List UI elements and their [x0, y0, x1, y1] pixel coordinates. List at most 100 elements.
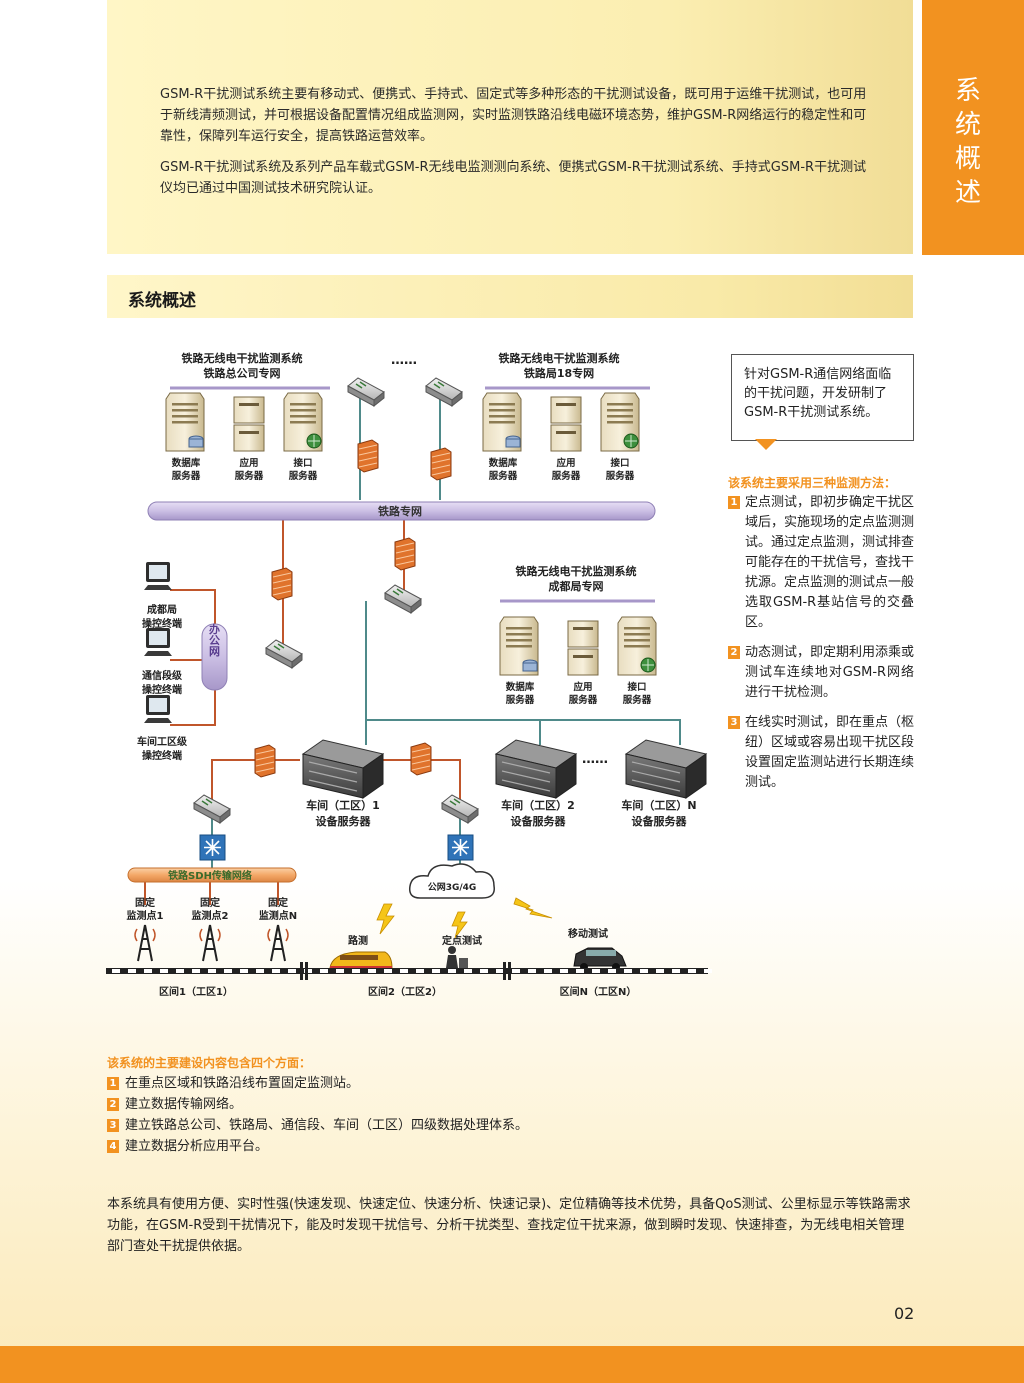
rail-tie [160, 969, 168, 973]
monitor-icon [144, 695, 172, 723]
rail-net-pipe: 铁路专网 [147, 501, 656, 521]
rail-tie [576, 969, 584, 973]
section2-label: 区间2（工区2） [368, 985, 442, 998]
term2-label-line1: 通信段级 [142, 669, 183, 682]
number-badge: 4 [107, 1140, 119, 1153]
server-label: 应用 [239, 457, 258, 469]
switch-icon [199, 834, 226, 861]
monitor-icon [144, 628, 172, 656]
server-label: 服务器 [172, 470, 201, 482]
firewall-icon [254, 744, 276, 778]
side-tab [922, 0, 1024, 255]
if-server-icon [600, 392, 640, 452]
method-text: 在线实时测试，即在重点（枢纽）区域或容易出现干扰区段设置固定监测站进行长期连续测… [745, 715, 915, 790]
server-label: 接口 [627, 681, 646, 693]
rail-tie [624, 969, 632, 973]
firewall-icon [394, 537, 416, 571]
build-text: 在重点区域和铁路沿线布置固定监测站。 [125, 1076, 360, 1091]
rail-tie [128, 969, 136, 973]
server-label: 数据库 [505, 681, 535, 693]
mobile-test-label: 移动测试 [568, 927, 608, 940]
antenna-tower-icon [134, 924, 156, 962]
firewall-icon [357, 439, 379, 473]
rail-tie [288, 969, 296, 973]
side-tab-label: 系统概述 [954, 76, 983, 208]
number-badge: 2 [107, 1098, 119, 1111]
rail-tie [176, 969, 184, 973]
method-text: 动态测试，即定期利用添乘或测试车连续地对GSM-R网络进行干扰检测。 [745, 645, 915, 700]
ws-ellipsis: …… [582, 752, 608, 767]
router-icon [384, 584, 422, 615]
rail-tie [688, 969, 696, 973]
methods-heading: 该系统主要采用三种监测方法： [728, 476, 897, 490]
rail-tie [448, 969, 456, 973]
server-label: 服务器 [623, 694, 652, 706]
intro-paragraph-1: GSM-R干扰测试系统主要有移动式、便携式、手持式、固定式等多种形态的干扰测试设… [160, 87, 867, 144]
section-bar [107, 275, 913, 318]
rail-tie [224, 969, 232, 973]
rail-tie [560, 969, 568, 973]
server-label: 服务器 [289, 470, 318, 482]
rail-tie [416, 969, 424, 973]
rail-tie [208, 969, 216, 973]
build-text: 建立数据分析应用平台。 [125, 1139, 269, 1154]
towers [134, 924, 289, 962]
app-server-icon [567, 620, 599, 676]
b18-title-line1: 铁路无线电干扰监测系统 [499, 351, 620, 365]
handheld-tester-icon [446, 946, 468, 968]
server-label: 服务器 [552, 470, 581, 482]
b18-title-line2: 铁路局18专网 [524, 366, 594, 380]
number-badge: 1 [728, 496, 740, 509]
if-server-icon [617, 616, 657, 676]
office-net-label: 办公网 [208, 622, 221, 657]
section1-label: 区间1（工区1） [159, 985, 233, 998]
router-icon [441, 794, 479, 825]
rail-tie [496, 969, 504, 973]
intro-text: GSM-R干扰测试系统主要有移动式、便携式、手持式、固定式等多种形态的干扰测试设… [160, 84, 872, 209]
public-net-label: 公网3G/4G [428, 882, 477, 893]
term3-label-line1: 车间工区级 [137, 735, 188, 748]
rail-track [106, 962, 712, 980]
spot-test-label: 定点测试 [442, 934, 482, 947]
train-icon [329, 951, 393, 969]
rail-tie [528, 969, 536, 973]
number-badge: 3 [728, 716, 740, 729]
build-list: 1 在重点区域和铁路沿线布置固定监测站。 2 建立数据传输网络。 3 建立铁路总… [107, 1073, 807, 1157]
rail-tie [144, 969, 152, 973]
if-server-icon [283, 392, 323, 452]
build-item: 2 建立数据传输网络。 [107, 1094, 807, 1115]
fixed1-label-line1: 固定 [135, 896, 155, 909]
rail-tie [592, 969, 600, 973]
build-heading: 该系统的主要建设内容包含四个方面： [107, 1056, 312, 1070]
office-net-pipe: 办公网 [201, 622, 228, 691]
link-chengdu-trunk [365, 601, 681, 745]
firewall-icon [410, 742, 432, 776]
server-label: 服务器 [235, 470, 264, 482]
wsn-label-line1: 车间（工区）N [621, 798, 696, 812]
fixed2-label-line1: 固定 [200, 896, 220, 909]
method-item: 1 定点测试，即初步确定干扰区域后，实施现场的定点监测测试。通过定点监测，测试排… [728, 493, 914, 633]
page-number: 02 [894, 1304, 915, 1323]
method-text: 定点测试，即初步确定干扰区域后，实施现场的定点监测测试。通过定点监测，测试排查可… [745, 495, 915, 630]
rail-tie [256, 969, 264, 973]
rail-tie [384, 969, 392, 973]
wsn-label-line2: 设备服务器 [632, 814, 688, 828]
connection-lines [144, 386, 681, 905]
top-ellipsis: …… [391, 353, 417, 368]
switches [199, 834, 474, 861]
server-label: 应用 [573, 681, 592, 693]
rack-servers [301, 739, 708, 799]
term1-label-line1: 成都局 [147, 603, 177, 616]
rail-tie [352, 969, 360, 973]
server-label: 数据库 [171, 457, 201, 469]
fixed2-label-line2: 监测点2 [192, 909, 229, 922]
rack-server-icon [301, 739, 385, 799]
app-server-icon [233, 396, 265, 452]
routers [193, 377, 479, 825]
hq-title-line2: 铁路总公司专网 [204, 366, 281, 380]
build-text: 建立数据传输网络。 [125, 1097, 243, 1112]
rail-tie [432, 969, 440, 973]
